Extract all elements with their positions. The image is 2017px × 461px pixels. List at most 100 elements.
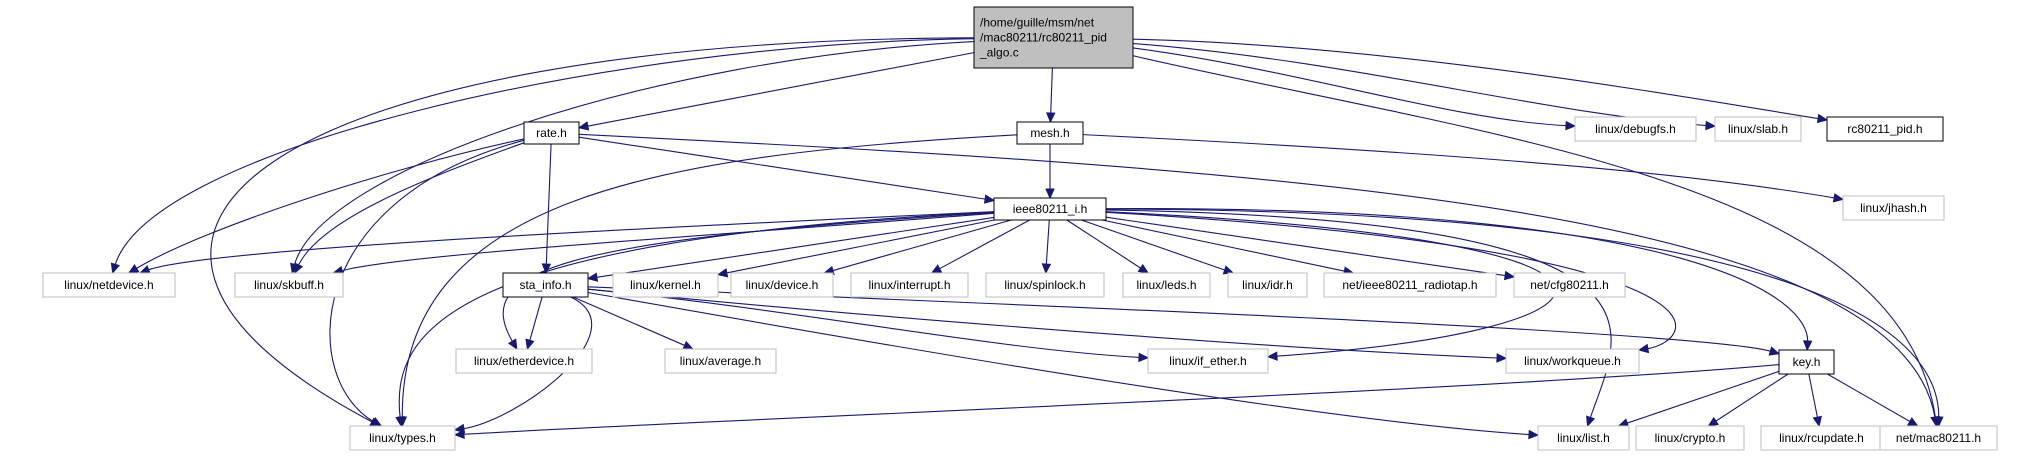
node-spinlock: linux/spinlock.h [985, 272, 1105, 298]
arrow-head [1832, 193, 1845, 203]
edge-line [1808, 373, 1819, 419]
node-label: ieee80211_i.h [1013, 202, 1088, 216]
edge-ieee-to-etherdevice [502, 211, 995, 351]
arrow-head [139, 265, 151, 275]
edge-rate-to-skbuff [294, 142, 525, 275]
node-box [993, 197, 1107, 221]
arrow-head [716, 268, 729, 278]
arrow-head [1816, 113, 1829, 124]
edge-line [1082, 134, 1836, 199]
edge-line [1626, 370, 1780, 424]
node-box [1778, 349, 1835, 375]
edge-line [1105, 211, 1677, 350]
node-box [234, 272, 344, 298]
node-box [1635, 425, 1745, 451]
edge-line [1132, 47, 1568, 127]
node-label: linux/workqueue.h [1524, 354, 1621, 368]
node-box [730, 272, 834, 298]
arrow-head [586, 272, 599, 282]
node-slab: linux/slab.h [1714, 116, 1802, 142]
node-box [1574, 116, 1697, 142]
edge-ieee-to-kernel [716, 219, 995, 278]
node-box [1879, 425, 1998, 451]
node-rate[interactable]: rate.h [523, 121, 580, 145]
node-mesh[interactable]: mesh.h [1016, 121, 1084, 145]
edge-root-to-netdevice [110, 38, 975, 275]
edge-line [1045, 219, 1050, 266]
edge-line [1081, 219, 1226, 271]
arrow-head [1768, 346, 1781, 356]
node-ieee[interactable]: ieee80211_i.h [993, 197, 1107, 221]
node-box [1826, 116, 1944, 142]
node-rcupdate: linux/rcupdate.h [1760, 425, 1883, 451]
node-label: linux/idr.h [1242, 278, 1293, 292]
edge-line [831, 219, 1012, 272]
arrow-head [1565, 120, 1577, 131]
edge-ieee-to-types [395, 211, 995, 428]
edge-line [114, 38, 975, 266]
edge-key-to-types [453, 363, 1780, 440]
arrow-head [127, 264, 140, 274]
node-stainfo[interactable]: sta_info.h [502, 272, 589, 298]
node-idr: linux/idr.h [1227, 272, 1308, 298]
node-rc80211pid[interactable]: rc80211_pid.h [1826, 116, 1944, 142]
node-label: linux/kernel.h [630, 278, 701, 292]
edge-line [1714, 373, 1789, 423]
edge-ieee-to-device [823, 219, 1012, 275]
edge-ieee-to-spinlock [1041, 219, 1052, 275]
edge-key-to-list [1617, 370, 1780, 428]
edge-line [1105, 209, 1612, 419]
node-key[interactable]: key.h [1778, 349, 1835, 375]
node-label: /home/guille/msm/net [980, 16, 1095, 30]
node-label: linux/leds.h [1136, 278, 1196, 292]
arrow-head [395, 416, 405, 428]
node-box [850, 272, 969, 298]
node-types: linux/types.h [349, 425, 456, 451]
edge-ieee-to-idr [1081, 219, 1235, 275]
arrow-head [507, 338, 518, 351]
node-skbuff: linux/skbuff.h [234, 272, 344, 298]
arrow-head [1812, 415, 1822, 428]
node-box [523, 121, 580, 145]
node-box [1513, 272, 1626, 298]
node-label: net/ieee80211_radiotap.h [1342, 278, 1477, 292]
arrow-head [1138, 352, 1150, 363]
arrow-head [1637, 343, 1650, 354]
node-label: linux/interrupt.h [868, 278, 950, 292]
node-root[interactable]: /home/guille/msm/net/mac80211/rc80211_pi… [973, 6, 1134, 69]
edge-line [1132, 38, 1820, 120]
edge-line [572, 296, 686, 347]
arrow-head [1934, 416, 1944, 428]
node-label: linux/skbuff.h [254, 278, 324, 292]
edge-stainfo-to-list [587, 291, 1540, 440]
edge-line [401, 134, 1018, 419]
node-label: linux/device.h [746, 278, 819, 292]
arrow-head [294, 262, 304, 275]
edge-line [462, 363, 1780, 435]
arrow-head [1586, 415, 1596, 428]
node-debugfs: linux/debugfs.h [1574, 116, 1697, 142]
edge-line [147, 211, 995, 271]
edge-mesh-to-jhash [1082, 134, 1845, 203]
node-crypto: linux/crypto.h [1635, 425, 1745, 451]
edge-line [1105, 216, 1507, 277]
arrow-head [1041, 263, 1052, 275]
edge-key-to-rcupdate [1808, 373, 1822, 428]
edge-ieee-to-workqueue [1105, 211, 1677, 354]
node-leds: linux/leds.h [1122, 272, 1211, 298]
edge-layer [110, 37, 1944, 440]
edge-rate-to-netdevice [127, 138, 525, 274]
edge-ieee-to-list [1105, 209, 1612, 428]
arrow-head [983, 194, 996, 204]
edge-ieee-to-interrupt [930, 219, 1030, 274]
edge-line [297, 142, 525, 267]
edge-line [135, 138, 525, 270]
edge-line [293, 40, 975, 266]
node-label: /mac80211/rc80211_pid [980, 31, 1107, 45]
node-label: _algo.c [979, 46, 1019, 60]
arrow-head [541, 263, 552, 275]
arrow-head [682, 340, 694, 350]
node-box [349, 425, 456, 451]
node-box [973, 6, 1134, 69]
node-box [1016, 121, 1084, 145]
